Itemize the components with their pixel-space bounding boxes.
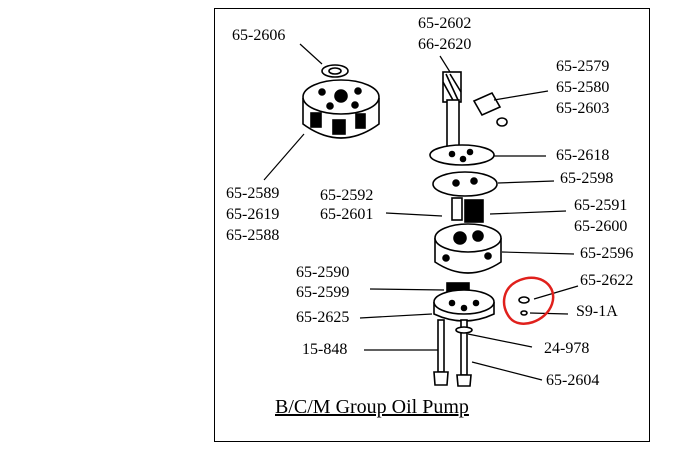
label-pump-assembly: 65-2589 65-2619 65-2588 xyxy=(226,183,279,246)
label-idler-pin: 65-2579 65-2580 65-2603 xyxy=(556,56,609,119)
part-number: 65-2606 xyxy=(232,27,286,44)
part-number: 65-2590 xyxy=(296,264,350,281)
part-number: 65-2600 xyxy=(574,218,628,235)
label-65-2596: 65-2596 xyxy=(580,245,633,262)
part-number: 65-2625 xyxy=(296,309,350,326)
label-24-978: 24-978 xyxy=(544,340,589,357)
part-number: S9-1A xyxy=(576,303,618,320)
assembled-pump-drawing xyxy=(302,64,380,139)
part-number: 65-2588 xyxy=(226,227,280,244)
label-65-2606: 65-2606 xyxy=(232,27,285,44)
label-65-2598: 65-2598 xyxy=(560,170,613,187)
part-number: 65-2579 xyxy=(556,58,610,75)
part-number: 65-2591 xyxy=(574,197,628,214)
pump-stack-drawing xyxy=(429,71,530,387)
part-number: 65-2592 xyxy=(320,187,374,204)
label-15-848: 15-848 xyxy=(302,341,347,358)
part-number: 66-2620 xyxy=(418,36,472,53)
part-number: 65-2603 xyxy=(556,100,610,117)
label-gears-right: 65-2591 65-2600 xyxy=(574,195,627,237)
label-65-2625: 65-2625 xyxy=(296,309,349,326)
part-number: 65-2601 xyxy=(320,206,374,223)
leader-lines xyxy=(263,43,579,381)
part-number: 65-2619 xyxy=(226,206,280,223)
label-gears-left: 65-2592 65-2601 xyxy=(320,186,373,224)
part-number: 65-2598 xyxy=(560,170,614,187)
part-number: 65-2599 xyxy=(296,284,350,301)
part-number: 65-2622 xyxy=(580,272,634,289)
diagram-caption: B/C/M Group Oil Pump xyxy=(275,396,469,418)
part-number: 24-978 xyxy=(544,340,590,357)
label-drive-shaft: 65-2602 66-2620 xyxy=(418,13,471,55)
part-number: 15-848 xyxy=(302,341,348,358)
red-highlight-circle xyxy=(502,276,555,325)
label-65-2622: 65-2622 xyxy=(580,272,633,289)
part-number: 65-2580 xyxy=(556,79,610,96)
diagram-frame xyxy=(214,8,650,442)
label-lower-gears: 65-2590 65-2599 xyxy=(296,263,349,303)
part-number: 65-2618 xyxy=(556,147,610,164)
label-65-2618: 65-2618 xyxy=(556,147,609,164)
part-number: 65-2602 xyxy=(418,15,472,32)
part-number: 65-2604 xyxy=(546,372,600,389)
part-number: 65-2589 xyxy=(226,185,280,202)
label-s9-1a: S9-1A xyxy=(576,303,618,320)
label-65-2604: 65-2604 xyxy=(546,372,599,389)
part-number: 65-2596 xyxy=(580,245,634,262)
